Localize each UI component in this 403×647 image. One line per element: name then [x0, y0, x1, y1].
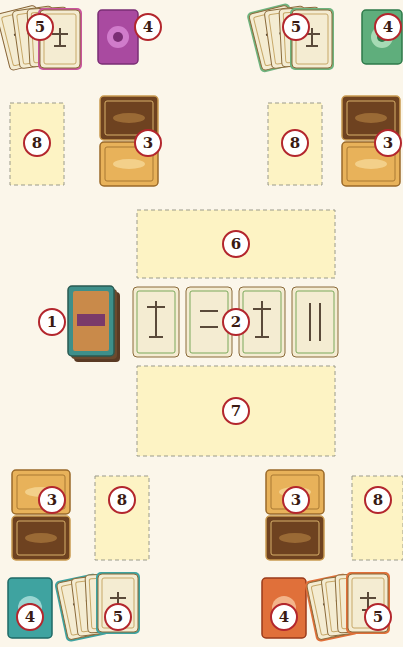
callout-number: 8: [281, 129, 309, 157]
callout-number: 8: [108, 486, 136, 514]
callout-number: 4: [270, 603, 298, 631]
callout-number: 4: [16, 603, 44, 631]
callout-number: 8: [23, 129, 51, 157]
callout-number: 5: [26, 13, 54, 41]
callout-number: 4: [134, 13, 162, 41]
callout-number: 8: [364, 486, 392, 514]
callout-number: 3: [374, 129, 402, 157]
callout-number: 2: [222, 308, 250, 336]
callout-number: 1: [38, 308, 66, 336]
callout-number: 5: [104, 603, 132, 631]
callout-number: 4: [374, 13, 402, 41]
callout-number: 3: [38, 486, 66, 514]
callout-number: 6: [222, 230, 250, 258]
callout-number: 3: [282, 486, 310, 514]
callout-number: 3: [134, 129, 162, 157]
callout-number: 7: [222, 397, 250, 425]
callout-number: 5: [282, 13, 310, 41]
callout-number: 5: [364, 603, 392, 631]
